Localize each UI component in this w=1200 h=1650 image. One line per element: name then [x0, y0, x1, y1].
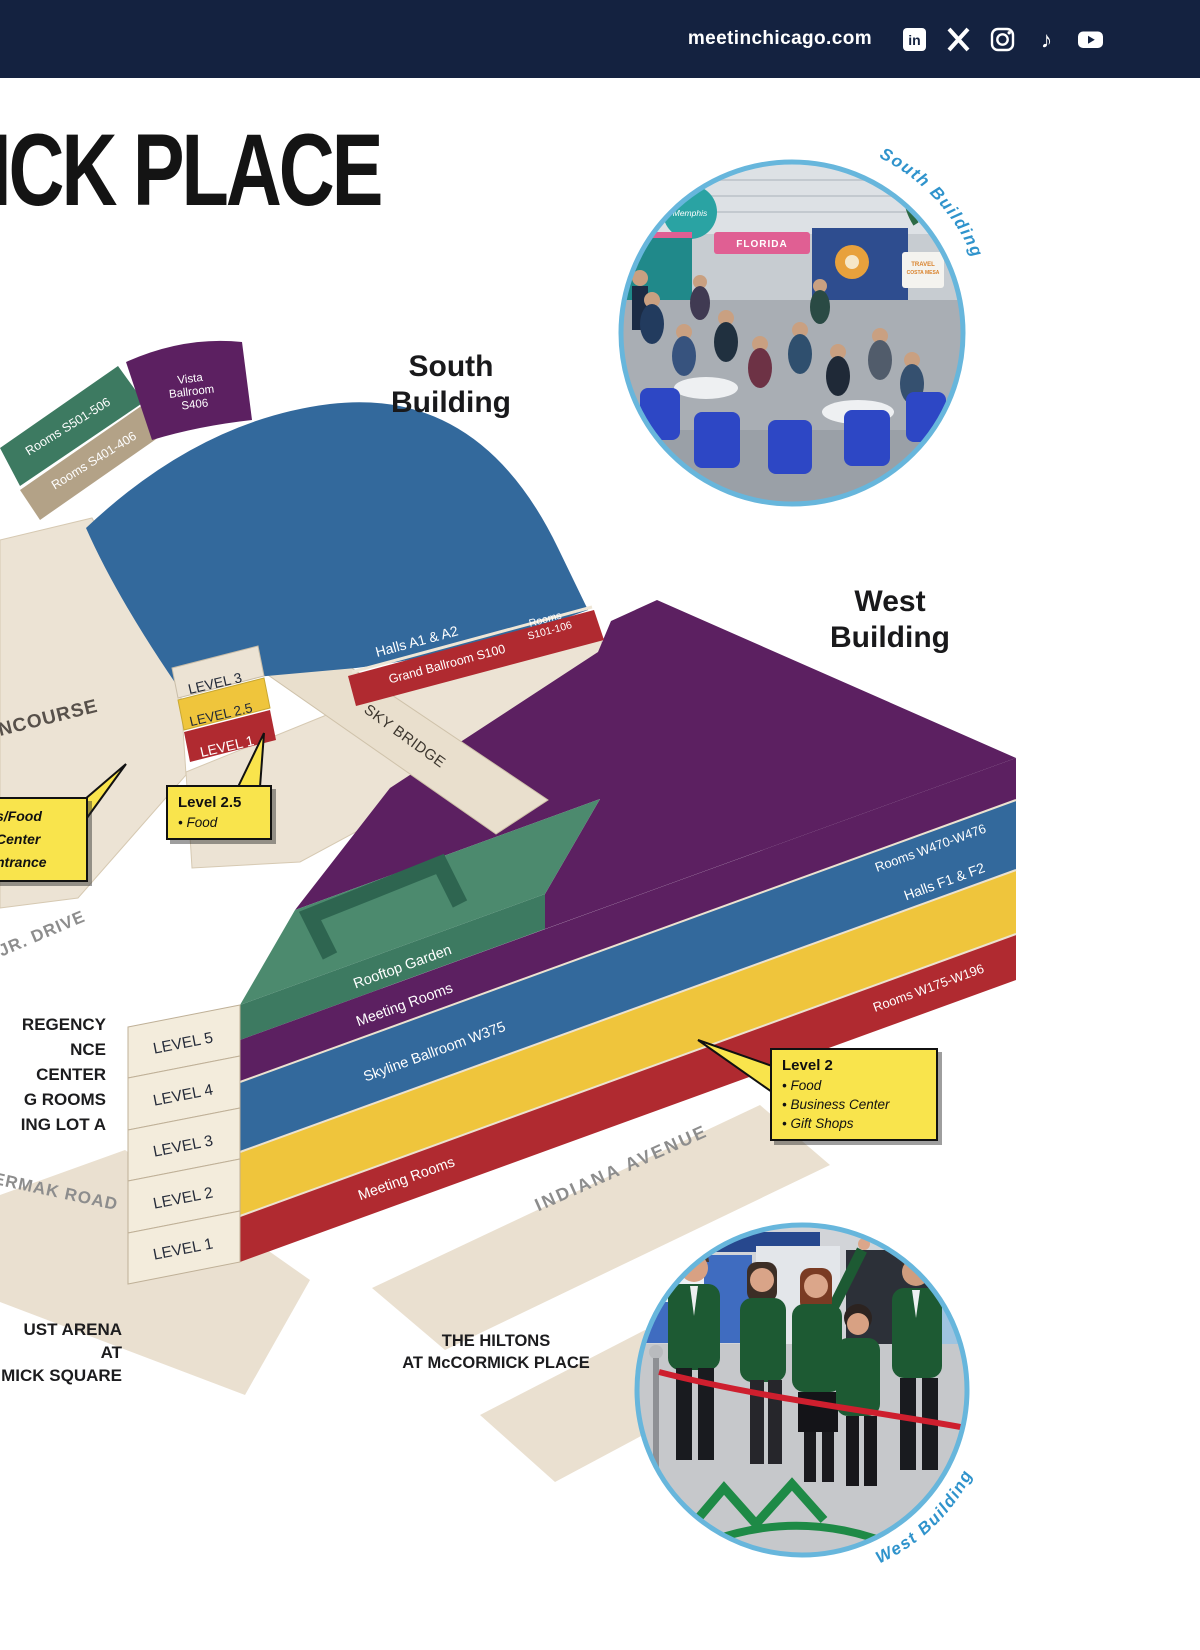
south-roof-blue [86, 402, 588, 684]
strip-divider [239, 869, 1017, 1153]
tiktok-icon[interactable]: ♪ [1033, 26, 1060, 53]
south-band-s401-taupe [20, 400, 172, 520]
hiltons-label-line2: AT McCORMICK PLACE [402, 1354, 590, 1372]
ground-indiana-avenue [372, 1105, 830, 1350]
west-strip-level5-green [240, 894, 545, 1040]
svg-text:in: in [908, 32, 920, 48]
callout-left-line: s/Food [0, 808, 42, 824]
west-building-label: West Building [820, 584, 960, 656]
callout-level-2-5: Level 2.5 • Food [166, 785, 272, 840]
callout-level-2: Level 2 • Food • Business Center • Gift … [770, 1048, 938, 1141]
south-band-s501-green [0, 366, 144, 486]
callout-level-2-title: Level 2 [782, 1057, 833, 1074]
west-building-label-line2: Building [830, 621, 950, 654]
site-url[interactable]: meetinchicago.com [687, 28, 872, 49]
south-band-grand-red [348, 610, 604, 706]
stanchion-pole [653, 1358, 659, 1482]
callout-level-2-item: • Gift Shops [782, 1116, 854, 1131]
costa-mesa-label2: COSTA MESA [907, 270, 940, 276]
callout-level-2-5-item: • Food [178, 815, 218, 830]
callout-level-2-item: • Food [782, 1078, 822, 1093]
south-building-label-line1: South [408, 350, 494, 383]
south-building-label: South Building [376, 349, 526, 421]
page-title-partial: ICK PLACE [0, 113, 383, 227]
west-strip-level2-yellow [240, 870, 1016, 1216]
florida-banner [714, 232, 810, 254]
red-ribbon [658, 1369, 965, 1431]
florida-banner-label: FLORIDA [736, 239, 787, 250]
left-area-label: G ROOMS [23, 1090, 106, 1109]
callout-left-line: ntrance [0, 854, 47, 870]
callout-left-line: Center [0, 831, 41, 847]
linkedin-icon[interactable]: in [901, 26, 928, 53]
arena-label: UST ARENA AT MICK SQUARE [0, 1318, 122, 1387]
costa-mesa-badge [902, 252, 944, 288]
svg-text:♪: ♪ [1041, 26, 1053, 52]
west-endface-level1 [127, 1210, 241, 1285]
callout-left-partial: s/Food Center ntrance [0, 797, 88, 882]
arena-label-line1: UST ARENA AT [23, 1320, 122, 1362]
crowd [632, 270, 924, 404]
instagram-icon[interactable] [989, 26, 1016, 53]
south-roof-edge [351, 605, 593, 674]
vista-ballroom-label: Vista Ballroom S406 [167, 370, 220, 414]
floor-logo [686, 1477, 828, 1531]
left-area-label: ING LOT A [20, 1115, 106, 1134]
west-roof-purple [295, 600, 1016, 929]
greeters-group [668, 1238, 942, 1486]
x-icon[interactable] [945, 26, 972, 53]
site-header: meetinchicago.com in ♪ [0, 0, 1200, 78]
west-strip-level3-blue [240, 800, 1016, 1152]
south-photo-ring [618, 159, 966, 507]
west-strip-level4-purple [240, 758, 1016, 1082]
callout-level-2-5-title: Level 2.5 [178, 794, 242, 811]
hiltons-label-line1: THE HILTONS [441, 1332, 551, 1350]
south-endface-level1 [184, 710, 276, 762]
left-area-label: REGENCY [21, 1015, 106, 1034]
hiltons-label: THE HILTONS AT McCORMICK PLACE [390, 1330, 602, 1374]
callout-level-2-item: • Business Center [782, 1097, 890, 1112]
left-area-labels: REGENCY NCE CENTER G ROOMS ING LOT A [0, 1012, 106, 1137]
west-building-photo [634, 1222, 970, 1558]
south-building-label-line2: Building [391, 386, 511, 419]
rooftop-garden-structure [298, 853, 468, 960]
memphis-sign-label: Memphis [673, 208, 708, 218]
west-photo-ring [634, 1222, 970, 1558]
strip-divider [239, 933, 1017, 1217]
strip-divider [239, 799, 1017, 1083]
vista-ballroom-block [126, 340, 252, 440]
west-building-label-line1: West [854, 585, 926, 618]
stanchion-top [649, 1345, 663, 1359]
south-building-photo: Memphis FLORIDA TRAVEL COSTA MESA [618, 159, 966, 507]
south-endface-level3 [171, 645, 265, 699]
south-endface-level25 [177, 677, 271, 731]
west-strip-level1-red [240, 934, 1016, 1262]
arena-label-line2: MICK SQUARE [1, 1366, 122, 1385]
left-area-label: NCE CENTER [36, 1040, 106, 1084]
costa-mesa-label1: TRAVEL [911, 262, 935, 268]
youtube-icon[interactable] [1077, 26, 1104, 53]
